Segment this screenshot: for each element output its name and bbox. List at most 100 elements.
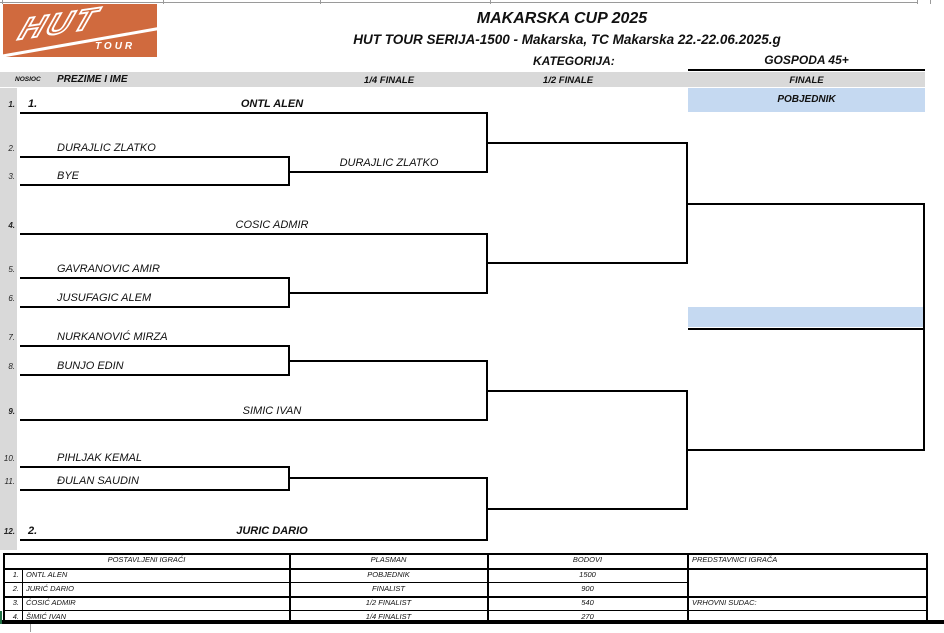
bracket-line [20,233,488,235]
bracket-seed-number: 1. [28,98,38,110]
bracket-line [290,171,488,173]
bracket-row-number: 9. [8,407,15,416]
quarterfinal-winner-name: DURAJLIC ZLATKO [339,157,439,169]
bracket-line [486,112,488,173]
results-header-players: POSTAVLJENI IGRAĆI [107,555,186,564]
results-header-representatives: PREDSTAVNICI IGRAČA [692,555,778,564]
bracket-player-name: ĐULAN SAUDIN [57,475,139,487]
bracket-line [20,112,488,114]
bracket-player-name: BYE [57,170,80,182]
results-row-num: 2. [12,584,19,593]
bracket-player-name: JUSUFAGIC ALEM [57,292,152,304]
results-row-placement: FINALIST [372,584,405,593]
bracket-line [923,203,925,451]
bracket-row-number: 2. [8,144,15,153]
results-row-num: 4. [12,612,19,621]
grid-tick [320,0,321,4]
bracket-player-name: SIMIC IVAN [242,405,302,417]
bracket-player-name: PIHLJAK KEMAL [57,452,142,464]
bracket-player-name: NURKANOVIĆ MIRZA [57,331,168,343]
bracket-line [486,477,488,541]
champion-band [688,307,925,327]
bracket-line [686,390,688,510]
results-border [487,553,489,621]
bracket-line [20,489,290,491]
category-label: KATEGORIJA: [533,54,615,68]
row-number-gutter [0,88,17,550]
winner-label: POBJEDNIK [777,94,836,105]
bracket-line [290,292,488,294]
bracket-line [20,156,290,158]
bracket-row-number: 5. [8,265,15,274]
column-player: PREZIME I IME [57,74,128,85]
bracket-line [488,262,688,264]
bracket-line [488,390,688,392]
results-border [3,553,5,621]
bracket-line [20,539,488,541]
results-referee-label: VRHOVNI SUDAC: [692,598,757,607]
bracket-line [20,419,488,421]
bracket-row-number: 12. [3,527,15,536]
page-top-gridline [0,2,917,3]
bracket-row-number: 10. [3,454,15,463]
bracket-line [20,345,290,347]
results-border [3,568,928,570]
bracket-row-number: 8. [8,362,15,371]
bracket-line [486,233,488,294]
category-value: GOSPODA 45+ [764,53,849,67]
bracket-row-number: 4. [8,221,15,230]
bracket-line [20,374,290,376]
bracket-line [486,360,488,421]
bracket-row-number: 3. [8,172,15,181]
tournament-title: MAKARSKA CUP 2025 [476,10,648,27]
results-row-placement: 1/2 FINALIST [365,598,412,607]
hut-tour-logo: HUT TOUR [3,4,157,57]
bracket-line [288,345,290,376]
category-underline [688,69,925,71]
grid-tick [30,624,31,632]
bracket-line [688,203,925,205]
bracket-row-number: 7. [8,333,15,342]
grid-tick [2,0,3,4]
results-border [3,582,688,583]
bracket-line [288,277,290,308]
results-border [3,596,928,598]
results-row-name: ONTL ALEN [26,570,68,579]
results-row-num: 3. [12,598,19,607]
bracket-line [288,156,290,186]
column-seed: NOSIOC [15,76,41,83]
bracket-row-number: 11. [4,477,15,486]
bracket-player-name: DURAJLIC ZLATKO [57,142,156,154]
column-header-band [0,72,925,87]
results-row-points: 540 [581,598,594,607]
tournament-subtitle: HUT TOUR SERIJA-1500 - Makarska, TC Maka… [353,32,781,47]
bracket-seed-number: 2. [28,525,38,537]
results-row-points: 1500 [579,570,596,579]
bracket-line [20,306,290,308]
bracket-line [488,508,688,510]
results-header-points: BODOVI [572,555,603,564]
bracket-line [688,449,925,451]
bracket-player-name: BUNJO EDIN [57,360,124,372]
results-header-placement: PLASMAN [370,555,407,564]
bracket-player-name: GAVRANOVIC AMIR [57,263,160,275]
column-quarterfinal: 1/4 FINALE [363,75,415,86]
column-semifinal: 1/2 FINALE [542,75,594,86]
bracket-player-name: ONTL ALEN [240,98,304,110]
results-row-points: 900 [581,584,594,593]
results-border [926,553,928,621]
results-border [3,553,928,555]
page-bottom-rule [0,620,944,624]
grid-tick [917,0,918,4]
bracket-line [290,360,488,362]
bracket-row-number: 1. [8,100,15,109]
results-row-num: 1. [12,570,19,579]
bracket-line [20,184,290,186]
bracket-player-name: COSIC ADMIR [235,219,309,231]
bracket-line [288,466,290,491]
grid-tick [163,0,164,4]
bracket-player-name: JURIC DARIO [236,525,308,537]
bracket-line [20,277,290,279]
results-border [22,568,23,621]
winner-band: POBJEDNIK [688,88,925,112]
